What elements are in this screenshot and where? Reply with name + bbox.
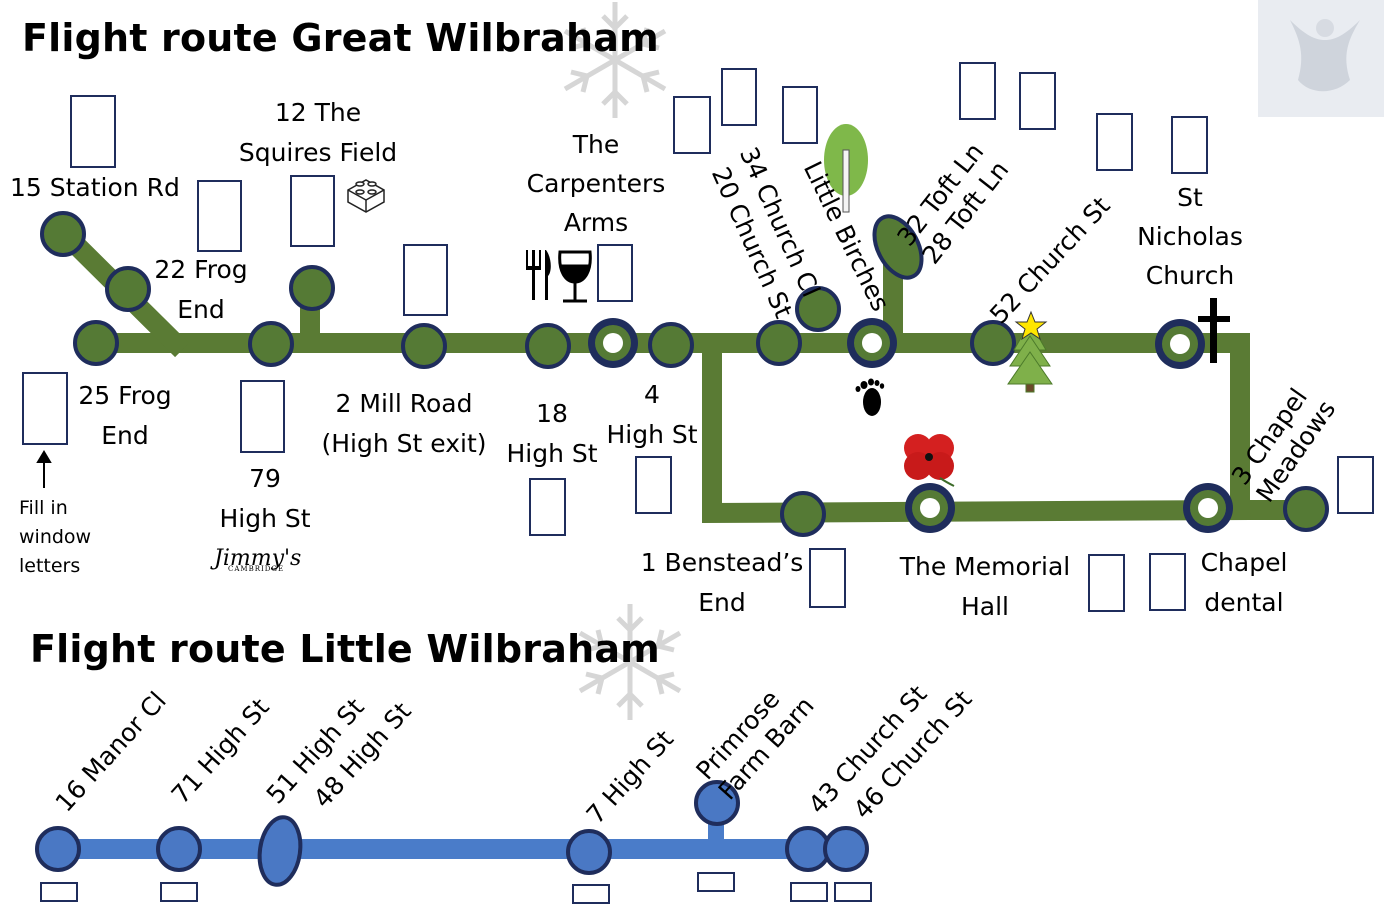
stop-label-79-high-st: 79 High St [219, 464, 311, 533]
window-letter-box[interactable] [1096, 113, 1133, 171]
arrow-up-icon [36, 450, 52, 488]
great-wilbraham-title: Flight route Great Wilbraham [22, 16, 659, 60]
window-letter-box[interactable] [1337, 456, 1374, 514]
stop-label-2-mill-road: 2 Mill Road (High St exit) [321, 389, 487, 458]
stop-node [795, 286, 841, 332]
window-letter-box[interactable] [197, 180, 242, 252]
star-icon [1014, 310, 1048, 341]
window-letter-box[interactable] [597, 244, 633, 302]
snowflake-icon [563, 2, 667, 118]
stop-node [105, 266, 151, 312]
window-letter-box[interactable] [721, 68, 757, 126]
jimmys-logo-subtext: CAMBRIDGE [228, 565, 285, 573]
stop-label-the-memorial-hall: The Memorial Hall [899, 552, 1071, 621]
window-letter-box[interactable] [1019, 72, 1056, 130]
poppy-icon [904, 434, 955, 487]
jimmys-logo: Jimmy's CAMBRIDGE [214, 546, 301, 573]
stop-label-chapel-dental: Chapel dental [1200, 548, 1288, 617]
stop-label-the-carpenters-arms: The Carpenters Arms [526, 130, 666, 237]
stop-node [1283, 486, 1329, 532]
window-letter-box[interactable] [290, 175, 335, 247]
birch-tree-icon [824, 124, 868, 213]
window-letter-box[interactable] [572, 884, 610, 904]
stop-node [73, 320, 119, 366]
little-wilbraham-title: Flight route Little Wilbraham [30, 627, 660, 671]
stop-node [780, 491, 826, 537]
stop-node [970, 320, 1016, 366]
stop-node [525, 323, 571, 369]
window-letter-box[interactable] [959, 62, 996, 120]
stop-label-st-nicholas-church: St Nicholas Church [1137, 183, 1243, 290]
stop-node [648, 322, 694, 368]
stop-node [756, 320, 802, 366]
stop-label-15-station-rd: 15 Station Rd [10, 173, 180, 202]
stop-label-18-high-st: 18 High St [506, 399, 598, 468]
great-wilbraham-stops [40, 211, 1329, 537]
window-letter-box[interactable] [697, 872, 735, 892]
window-letter-box[interactable] [70, 95, 116, 168]
stop-node [35, 826, 81, 872]
cutlery-icon [526, 250, 551, 300]
snowflake-icon [578, 604, 682, 720]
window-letter-box[interactable] [834, 882, 872, 902]
stop-node [156, 826, 202, 872]
jimmys-logo-text: Jimmy's [214, 546, 302, 571]
window-letter-box[interactable] [40, 882, 78, 902]
stop-node [823, 826, 869, 872]
little-wilbraham-stops [35, 780, 869, 887]
stop-label-22-frog-end: 22 Frog End [154, 255, 248, 324]
stop-node [248, 321, 294, 367]
stop-label-1-bensteads-end: 1 Benstead’s End [640, 548, 804, 617]
ring-stop-node [1155, 319, 1205, 369]
stop-label-12-the-squires-field: 12 The Squires Field [238, 98, 398, 167]
stop-node [289, 265, 335, 311]
stop-node [694, 780, 740, 826]
window-letter-box[interactable] [403, 244, 448, 316]
window-letter-box[interactable] [22, 372, 68, 445]
wine-glass-icon [558, 250, 592, 303]
window-letter-box[interactable] [240, 380, 285, 453]
window-letter-box[interactable] [1149, 553, 1186, 611]
window-letter-box[interactable] [782, 86, 818, 144]
ring-stop-node [588, 318, 638, 368]
stop-node [785, 826, 831, 872]
stop-node [401, 323, 447, 369]
window-letter-box[interactable] [529, 478, 566, 536]
footprint-icon [855, 378, 885, 416]
window-letter-box[interactable] [160, 882, 198, 902]
window-letter-box[interactable] [635, 456, 672, 514]
stop-node [566, 829, 612, 875]
window-letter-box[interactable] [1088, 554, 1125, 612]
lego-brick-icon [347, 179, 385, 213]
angel-icon [1258, 0, 1384, 117]
ring-stop-node [1183, 483, 1233, 533]
window-letter-box[interactable] [673, 96, 711, 154]
stop-node [40, 211, 86, 257]
stop-node [872, 214, 924, 280]
cross-icon [1198, 298, 1230, 363]
window-letter-box[interactable] [790, 882, 828, 902]
window-letter-box[interactable] [1171, 116, 1208, 174]
window-letter-box[interactable] [809, 548, 846, 608]
ring-stop-node [847, 318, 897, 368]
great-wilbraham-ring-stops [588, 318, 1233, 533]
fill-in-instructions: Fill in window letters [19, 497, 92, 577]
stop-label-4-high-st: 4 High St [606, 380, 698, 449]
stop-node [257, 815, 303, 887]
stop-label-25-frog-end: 25 Frog End [78, 381, 172, 450]
christmas-tree-icon [1007, 320, 1053, 393]
ring-stop-node [905, 483, 955, 533]
